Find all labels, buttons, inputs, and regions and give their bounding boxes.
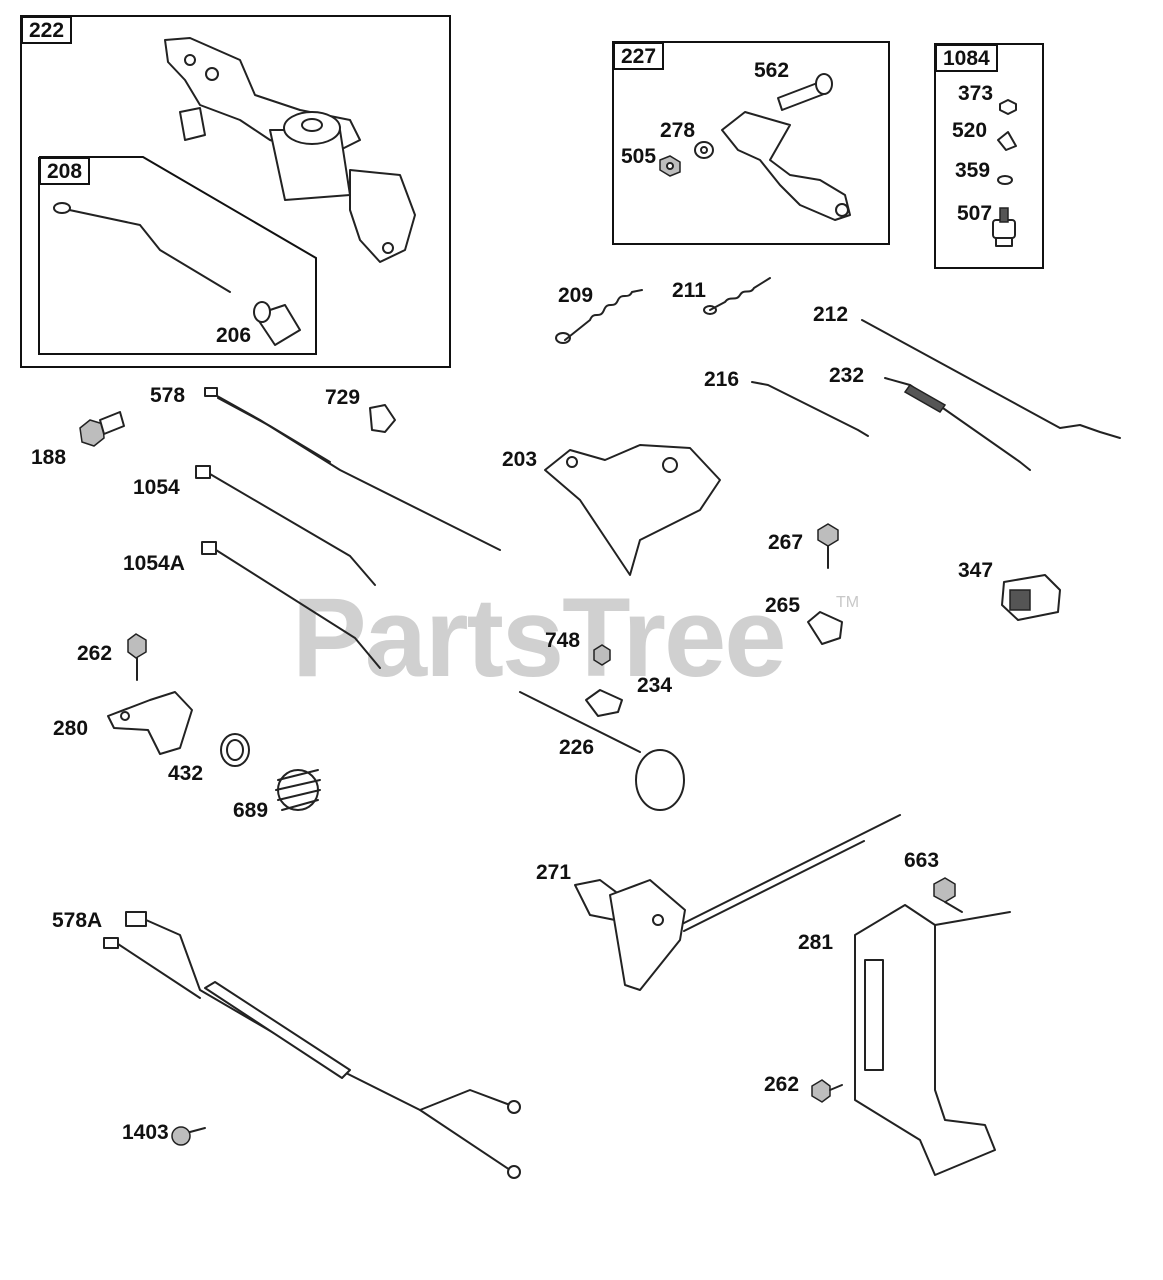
part-280-bracket[interactable]: [107, 691, 193, 755]
callout-265[interactable]: 265: [765, 594, 801, 617]
callout-281[interactable]: 281: [798, 931, 834, 954]
group-frame-222: [20, 15, 451, 368]
callout-216[interactable]: 216: [704, 368, 740, 391]
callout-234[interactable]: 234: [637, 674, 673, 697]
part-507-switch[interactable]: [992, 207, 1016, 247]
callout-212[interactable]: 212: [813, 303, 849, 326]
part-271-throttle-control[interactable]: [574, 814, 901, 991]
part-729-clip[interactable]: [369, 404, 396, 433]
part-262-bolt[interactable]: [127, 633, 147, 681]
part-520-clip[interactable]: [997, 131, 1017, 151]
callout-267[interactable]: 267: [768, 531, 804, 554]
callout-432[interactable]: 432: [168, 762, 204, 785]
callout-347[interactable]: 347: [958, 559, 994, 582]
group-label-227: 227: [613, 42, 665, 70]
callout-578A[interactable]: 578A: [52, 909, 103, 932]
part-262-bolt-lower[interactable]: [811, 1079, 843, 1103]
callout-1054[interactable]: 1054: [133, 476, 180, 499]
part-689-spring[interactable]: [275, 769, 321, 811]
part-226-rod-loop[interactable]: [519, 691, 685, 811]
callout-373[interactable]: 373: [958, 82, 994, 105]
callout-232[interactable]: 232: [829, 364, 865, 387]
part-212-rod[interactable]: [861, 319, 1121, 439]
part-227-control-lever[interactable]: [721, 111, 851, 221]
callout-748[interactable]: 748: [545, 629, 581, 652]
callout-578[interactable]: 578: [150, 384, 186, 407]
part-1054A-cable-tie[interactable]: [201, 541, 381, 669]
part-359-washer[interactable]: [997, 175, 1013, 185]
part-206-knob[interactable]: [253, 301, 301, 346]
callout-359[interactable]: 359: [955, 159, 991, 182]
part-234-clip[interactable]: [585, 689, 623, 717]
part-578-wire-harness[interactable]: [204, 387, 501, 551]
group-label-222: 222: [21, 16, 73, 44]
group-frame-208: [38, 156, 317, 355]
part-203-bracket[interactable]: [544, 444, 721, 576]
callout-663[interactable]: 663: [904, 849, 940, 872]
callout-209[interactable]: 209: [558, 284, 594, 307]
watermark: PartsTree: [292, 575, 787, 700]
part-209-spring[interactable]: [555, 289, 643, 344]
part-267-bolt[interactable]: [817, 523, 839, 569]
callout-1054A[interactable]: 1054A: [123, 552, 185, 575]
part-216-rod[interactable]: [751, 381, 869, 437]
group-frame-227: [612, 41, 890, 245]
group-label-208: 208: [39, 157, 91, 185]
part-278-washer[interactable]: [694, 141, 714, 159]
part-562-bolt[interactable]: [777, 73, 833, 111]
callout-729[interactable]: 729: [325, 386, 361, 409]
part-1403-bolt[interactable]: [171, 1126, 206, 1146]
callout-211[interactable]: 211: [672, 279, 706, 302]
watermark-trademark: TM: [836, 594, 860, 611]
part-222-governor-bracket[interactable]: [164, 37, 416, 263]
callout-507[interactable]: 507: [957, 202, 993, 225]
callout-1403[interactable]: 1403: [122, 1121, 169, 1144]
callout-203[interactable]: 203: [502, 448, 538, 471]
part-1054-cable-tie[interactable]: [195, 465, 376, 586]
callout-520[interactable]: 520: [952, 119, 988, 142]
part-578A-wire-harness[interactable]: [103, 911, 521, 1179]
part-432-bushing[interactable]: [220, 733, 250, 767]
part-663-bolt[interactable]: [933, 877, 963, 913]
callout-271[interactable]: 271: [536, 861, 572, 884]
part-281-bracket[interactable]: [854, 904, 1011, 1176]
part-232-spring-rod[interactable]: [884, 377, 1031, 471]
callout-562[interactable]: 562: [754, 59, 790, 82]
callout-262-lower[interactable]: 262: [764, 1073, 800, 1096]
callout-505[interactable]: 505: [621, 145, 657, 168]
callout-262[interactable]: 262: [77, 642, 113, 665]
callout-689[interactable]: 689: [233, 799, 269, 822]
part-188-bolt[interactable]: [79, 411, 125, 447]
callout-206[interactable]: 206: [216, 324, 252, 347]
callout-280[interactable]: 280: [53, 717, 89, 740]
part-265-clip[interactable]: [807, 611, 843, 645]
group-frame-1084: [934, 43, 1044, 269]
part-505-nut[interactable]: [659, 155, 681, 177]
part-211-spring[interactable]: [703, 277, 771, 315]
part-748-screw[interactable]: [593, 644, 611, 666]
part-373-nut[interactable]: [999, 99, 1017, 115]
group-label-1084: 1084: [935, 44, 998, 72]
part-347-rocker-switch[interactable]: [1001, 574, 1061, 621]
callout-226[interactable]: 226: [559, 736, 595, 759]
callout-278[interactable]: 278: [660, 119, 696, 142]
callout-188[interactable]: 188: [31, 446, 67, 469]
part-208-governor-link[interactable]: [53, 202, 231, 293]
